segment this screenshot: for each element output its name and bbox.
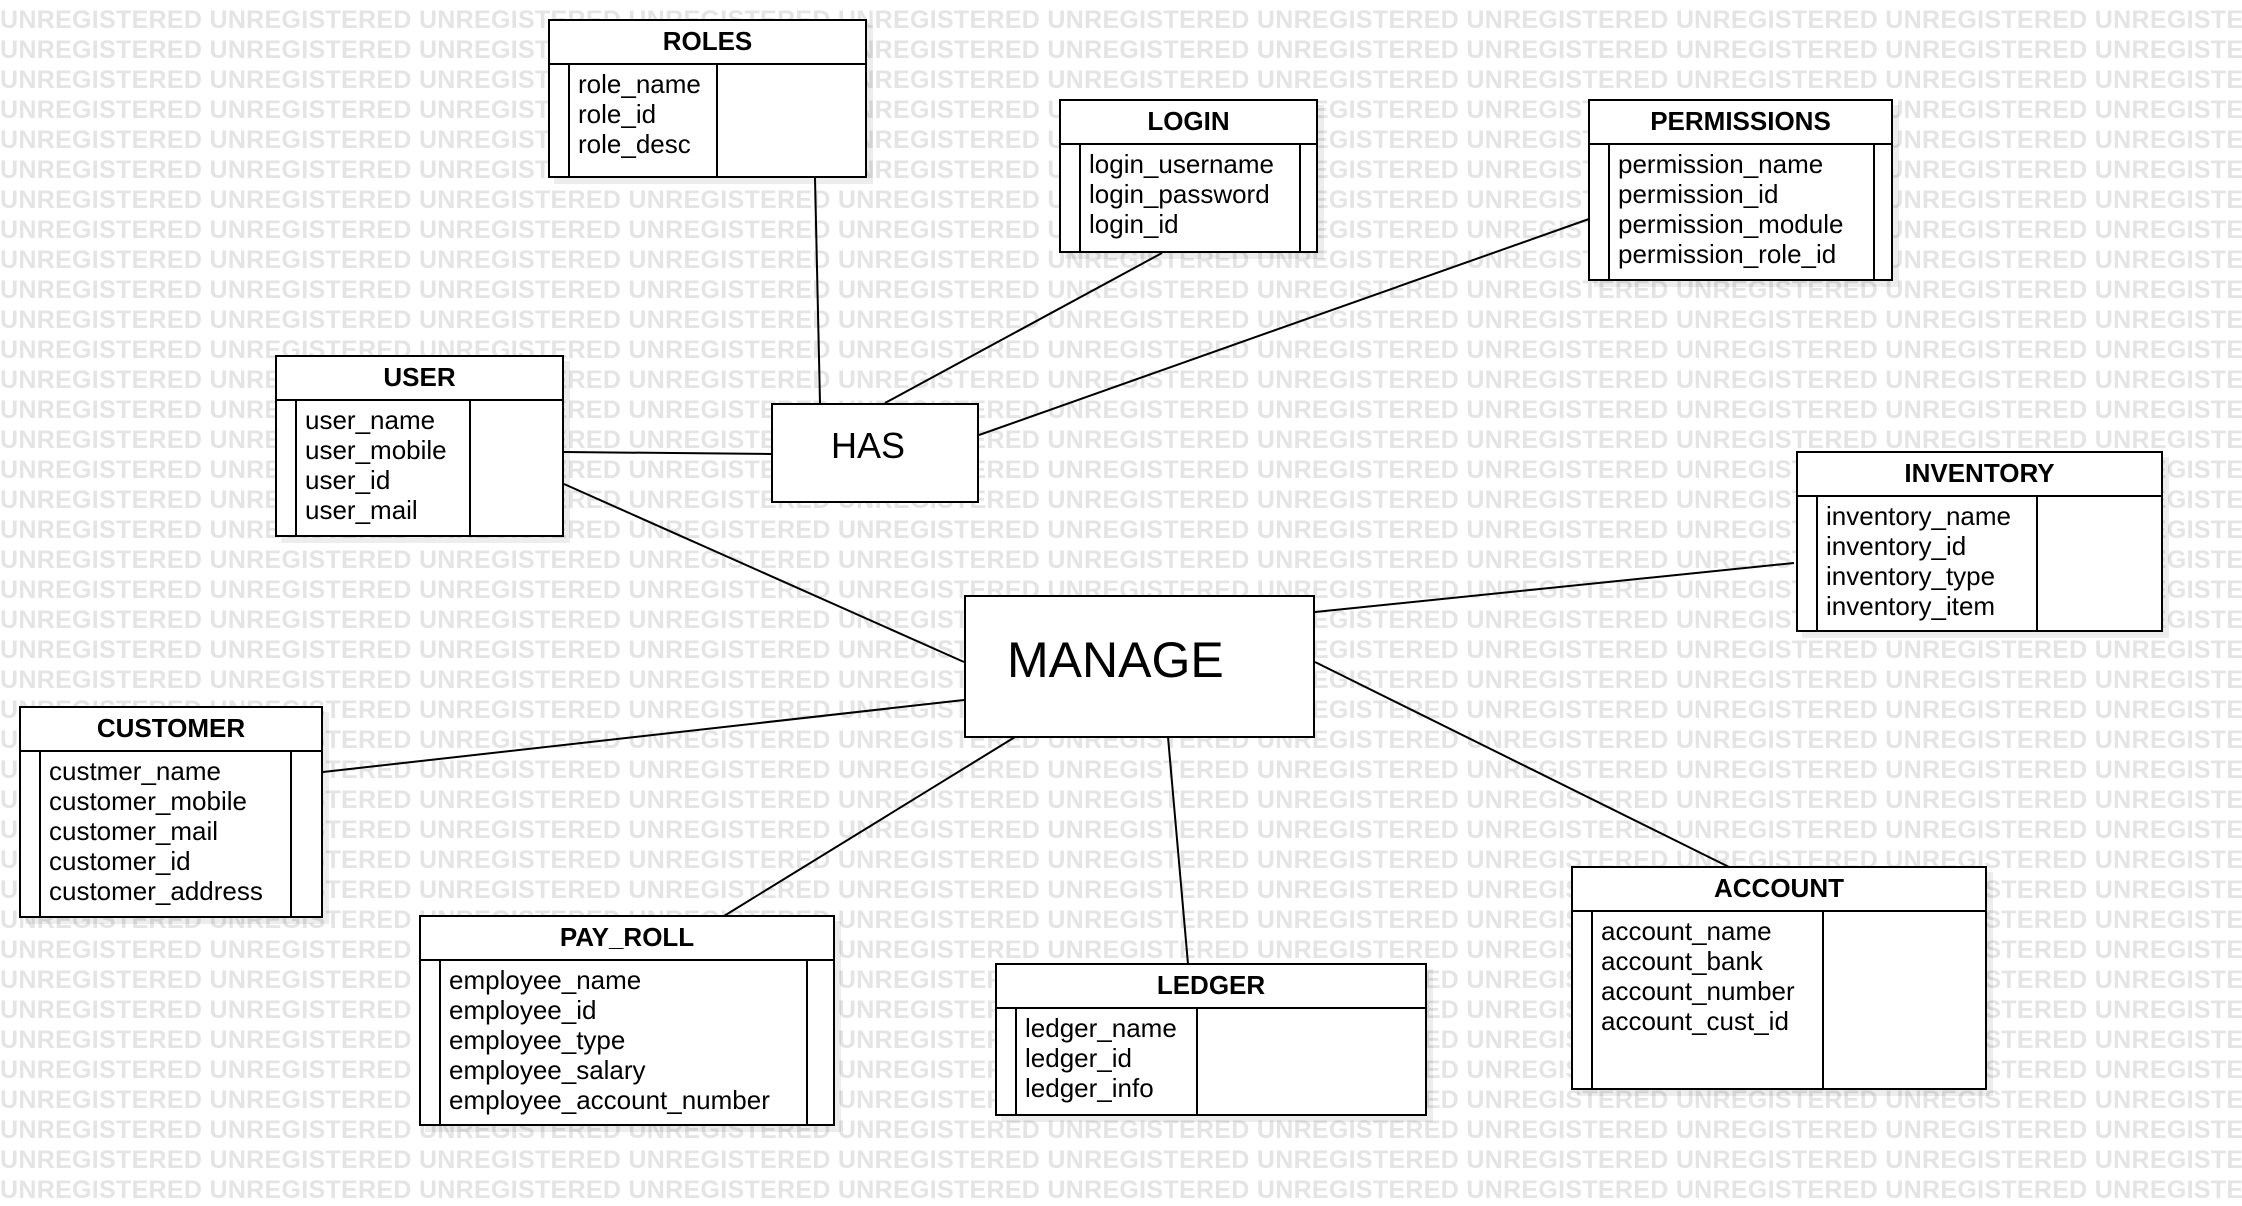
relation-manage[interactable]: MANAGE xyxy=(964,595,1315,738)
entity-customer-attributes: custmer_name customer_mobile customer_ma… xyxy=(21,752,321,916)
entity-roles[interactable]: ROLES role_name role_id role_desc xyxy=(548,19,867,178)
attribute-employee-id: employee_id xyxy=(449,995,597,1025)
entity-inventory-attributes: inventory_name inventory_id inventory_ty… xyxy=(1798,497,2161,630)
entity-divider xyxy=(39,752,41,916)
entity-divider xyxy=(568,65,570,176)
attribute-permission-module: permission_module xyxy=(1618,209,1844,239)
entity-customer-title: CUSTOMER xyxy=(21,708,321,752)
attribute-inventory-name: inventory_name xyxy=(1826,501,2011,531)
connector-manage-customer xyxy=(322,699,965,773)
attribute-employee-salary: employee_salary xyxy=(449,1055,646,1085)
entity-roles-attributes: role_name role_id role_desc xyxy=(550,65,865,176)
attribute-account-number: account_number xyxy=(1601,976,1795,1006)
attribute-role-id: role_id xyxy=(578,99,657,129)
connector-has-user xyxy=(563,451,772,455)
attribute-employee-type: employee_type xyxy=(449,1025,626,1055)
entity-permissions[interactable]: PERMISSIONS permission_name permission_i… xyxy=(1588,99,1893,281)
entity-user-title: USER xyxy=(277,357,562,401)
entity-pay-roll[interactable]: PAY_ROLL employee_name employee_id emplo… xyxy=(419,915,835,1126)
attribute-inventory-item: inventory_item xyxy=(1826,591,1996,621)
attribute-user-id: user_id xyxy=(305,465,391,495)
attribute-permission-name: permission_name xyxy=(1618,149,1824,179)
attribute-custmer-name: custmer_name xyxy=(49,756,221,786)
entity-divider xyxy=(295,401,297,535)
entity-pay-roll-title: PAY_ROLL xyxy=(421,917,833,961)
entity-divider xyxy=(806,961,808,1124)
entity-divider xyxy=(1822,912,1824,1088)
attribute-account-name: account_name xyxy=(1601,916,1772,946)
attribute-customer-address: customer_address xyxy=(49,876,263,906)
entity-account-title: ACCOUNT xyxy=(1573,868,1985,912)
attribute-login-password: login_password xyxy=(1089,179,1270,209)
attribute-customer-mobile: customer_mobile xyxy=(49,786,247,816)
attribute-ledger-name: ledger_name xyxy=(1025,1013,1177,1043)
relation-manage-label: MANAGE xyxy=(1007,632,1224,688)
attribute-inventory-type: inventory_type xyxy=(1826,561,1996,591)
attribute-login-username: login_username xyxy=(1089,149,1275,179)
entity-divider xyxy=(716,65,718,176)
entity-divider xyxy=(1196,1009,1198,1114)
attribute-customer-mail: customer_mail xyxy=(49,816,219,846)
attribute-ledger-info: ledger_info xyxy=(1025,1073,1154,1103)
entity-divider xyxy=(1608,145,1610,279)
connector-has-permissions xyxy=(978,218,1590,436)
connector-manage-inventory xyxy=(1314,562,1795,613)
attribute-customer-id: customer_id xyxy=(49,846,191,876)
entity-inventory[interactable]: INVENTORY inventory_name inventory_id in… xyxy=(1796,451,2163,632)
entity-user[interactable]: USER user_name user_mobile user_id user_… xyxy=(275,355,564,537)
attribute-user-name: user_name xyxy=(305,405,436,435)
attribute-inventory-id: inventory_id xyxy=(1826,531,1967,561)
entity-divider xyxy=(290,752,292,916)
entity-divider xyxy=(1299,145,1301,251)
entity-pay-roll-attributes: employee_name employee_id employee_type … xyxy=(421,961,833,1124)
connector-has-roles xyxy=(814,177,821,404)
entity-inventory-title: INVENTORY xyxy=(1798,453,2161,497)
entity-account[interactable]: ACCOUNT account_name account_bank accoun… xyxy=(1571,866,1987,1090)
entity-divider xyxy=(439,961,441,1124)
attribute-role-desc: role_desc xyxy=(578,129,691,159)
entity-ledger-attributes: ledger_name ledger_id ledger_info xyxy=(997,1009,1425,1114)
entity-divider xyxy=(1015,1009,1017,1114)
relation-has-label: HAS xyxy=(831,425,906,466)
entity-login-attributes: login_username login_password login_id xyxy=(1061,145,1316,251)
entity-ledger[interactable]: LEDGER ledger_name ledger_id ledger_info xyxy=(995,963,1427,1116)
attribute-employee-name: employee_name xyxy=(449,965,642,995)
entity-divider xyxy=(1816,497,1818,630)
entity-login-title: LOGIN xyxy=(1061,101,1316,145)
entity-divider xyxy=(1591,912,1593,1088)
entity-divider xyxy=(1079,145,1081,251)
attribute-account-cust-id: account_cust_id xyxy=(1601,1006,1789,1036)
attribute-role-name: role_name xyxy=(578,69,701,99)
connector-has-login xyxy=(884,252,1163,404)
connector-manage-account xyxy=(1314,661,1730,868)
attribute-login-id: login_id xyxy=(1089,209,1179,239)
connector-manage-ledger xyxy=(1167,736,1189,965)
entity-permissions-title: PERMISSIONS xyxy=(1590,101,1891,145)
connector-manage-user xyxy=(563,483,965,663)
attribute-account-bank: account_bank xyxy=(1601,946,1763,976)
entity-roles-title: ROLES xyxy=(550,21,865,65)
entity-account-attributes: account_name account_bank account_number… xyxy=(1573,912,1985,1088)
attribute-ledger-id: ledger_id xyxy=(1025,1043,1132,1073)
entity-login[interactable]: LOGIN login_username login_password logi… xyxy=(1059,99,1318,253)
entity-divider xyxy=(2036,497,2038,630)
entity-divider xyxy=(469,401,471,535)
entity-user-attributes: user_name user_mobile user_id user_mail xyxy=(277,401,562,535)
entity-customer[interactable]: CUSTOMER custmer_name customer_mobile cu… xyxy=(19,706,323,918)
attribute-user-mobile: user_mobile xyxy=(305,435,447,465)
attribute-permission-role-id: permission_role_id xyxy=(1618,239,1837,269)
attribute-permission-id: permission_id xyxy=(1618,179,1779,209)
entity-divider xyxy=(1873,145,1875,279)
attribute-employee-account-number: employee_account_number xyxy=(449,1085,770,1115)
connector-manage-pay-roll xyxy=(723,736,1016,917)
relation-has[interactable]: HAS xyxy=(771,403,979,503)
entity-permissions-attributes: permission_name permission_id permission… xyxy=(1590,145,1891,279)
attribute-user-mail: user_mail xyxy=(305,495,418,525)
entity-ledger-title: LEDGER xyxy=(997,965,1425,1009)
